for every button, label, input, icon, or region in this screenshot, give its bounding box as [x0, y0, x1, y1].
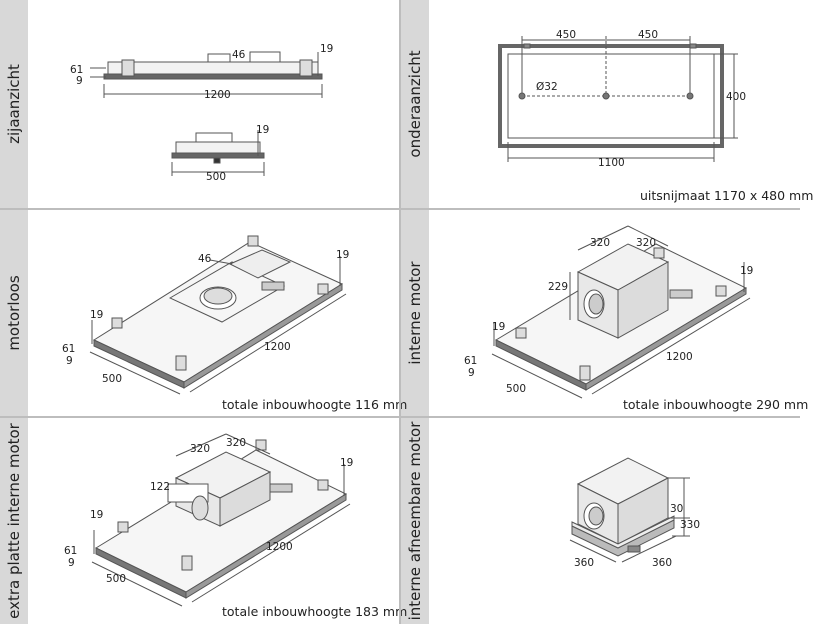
plat-dim-500: 500 — [106, 573, 126, 585]
sidebar-zijaanzicht: zijaanzicht — [0, 0, 28, 208]
afneem-dim-360a: 360 — [574, 557, 594, 569]
side-dim-1200: 1200 — [204, 89, 231, 101]
plat-dim-320a: 320 — [190, 443, 210, 455]
interne-dim-1200: 1200 — [666, 351, 693, 363]
interne-dim-320b: 320 — [636, 237, 656, 249]
bottom-view-drawing — [498, 36, 738, 162]
bottom-dim-diameter: Ø32 — [536, 81, 558, 93]
motorloos-dim-1200: 1200 — [264, 341, 291, 353]
bottom-dim-400: 400 — [726, 91, 746, 103]
bottom-dim-450b: 450 — [638, 29, 658, 41]
sidebar-extra-platte: extra platte interne motor — [0, 418, 28, 624]
sidebar-interne-motor: interne motor — [401, 210, 429, 416]
plat-dim-320b: 320 — [226, 437, 246, 449]
motorloos-dim-9: 9 — [66, 355, 73, 367]
afneem-dim-360b: 360 — [652, 557, 672, 569]
motorloos-dim-46: 46 — [198, 253, 212, 265]
interne-dim-19a: 19 — [740, 265, 753, 277]
sidebar-motorloos: motorloos — [0, 210, 28, 416]
interne-dim-320a: 320 — [590, 237, 610, 249]
caption-motorloos: totale inbouwhoogte 116 mm — [222, 397, 408, 412]
side-dim-46: 46 — [232, 49, 246, 61]
interne-dim-61: 61 — [464, 355, 477, 367]
afneem-dim-30: 30 — [670, 503, 683, 515]
plat-dim-1200: 1200 — [266, 541, 293, 553]
side-dim-61: 61 — [70, 64, 83, 76]
bottom-dim-450a: 450 — [556, 29, 576, 41]
interne-dim-500: 500 — [506, 383, 526, 395]
interne-dim-19b: 19 — [492, 321, 505, 333]
motorloos-dim-61: 61 — [62, 343, 75, 355]
motorloos-dim-19a: 19 — [336, 249, 349, 261]
side-dim-500: 500 — [206, 171, 226, 183]
plat-dim-19b: 19 — [90, 509, 103, 521]
interne-dim-9: 9 — [468, 367, 475, 379]
afneembare-drawing — [569, 457, 690, 563]
side-dim-19b: 19 — [256, 124, 269, 136]
interne-dim-229: 229 — [548, 281, 568, 293]
interne-motor-drawing — [491, 225, 751, 399]
plat-dim-61: 61 — [64, 545, 77, 557]
plat-dim-9: 9 — [68, 557, 75, 569]
caption-interne-motor: totale inbouwhoogte 290 mm — [623, 397, 809, 412]
sidebar-onderaanzicht: onderaanzicht — [401, 0, 429, 208]
side-view-drawing — [90, 51, 323, 176]
caption-extra-platte: totale inbouwhoogte 183 mm — [222, 604, 408, 619]
bottom-dim-1100: 1100 — [598, 157, 625, 169]
side-dim-19: 19 — [320, 43, 333, 55]
plat-dim-122: 122 — [150, 481, 170, 493]
motorloos-dim-19b: 19 — [90, 309, 103, 321]
side-dim-9: 9 — [76, 75, 83, 87]
motorloos-drawing — [89, 235, 347, 395]
caption-onderaanzicht: uitsnijmaat 1170 x 480 mm — [640, 188, 813, 203]
afneem-dim-330: 330 — [680, 519, 700, 531]
extra-platte-drawing — [91, 433, 351, 607]
motorloos-dim-500: 500 — [102, 373, 122, 385]
sidebar-afneembare: interne afneembare motor — [401, 418, 429, 624]
plat-dim-19a: 19 — [340, 457, 353, 469]
